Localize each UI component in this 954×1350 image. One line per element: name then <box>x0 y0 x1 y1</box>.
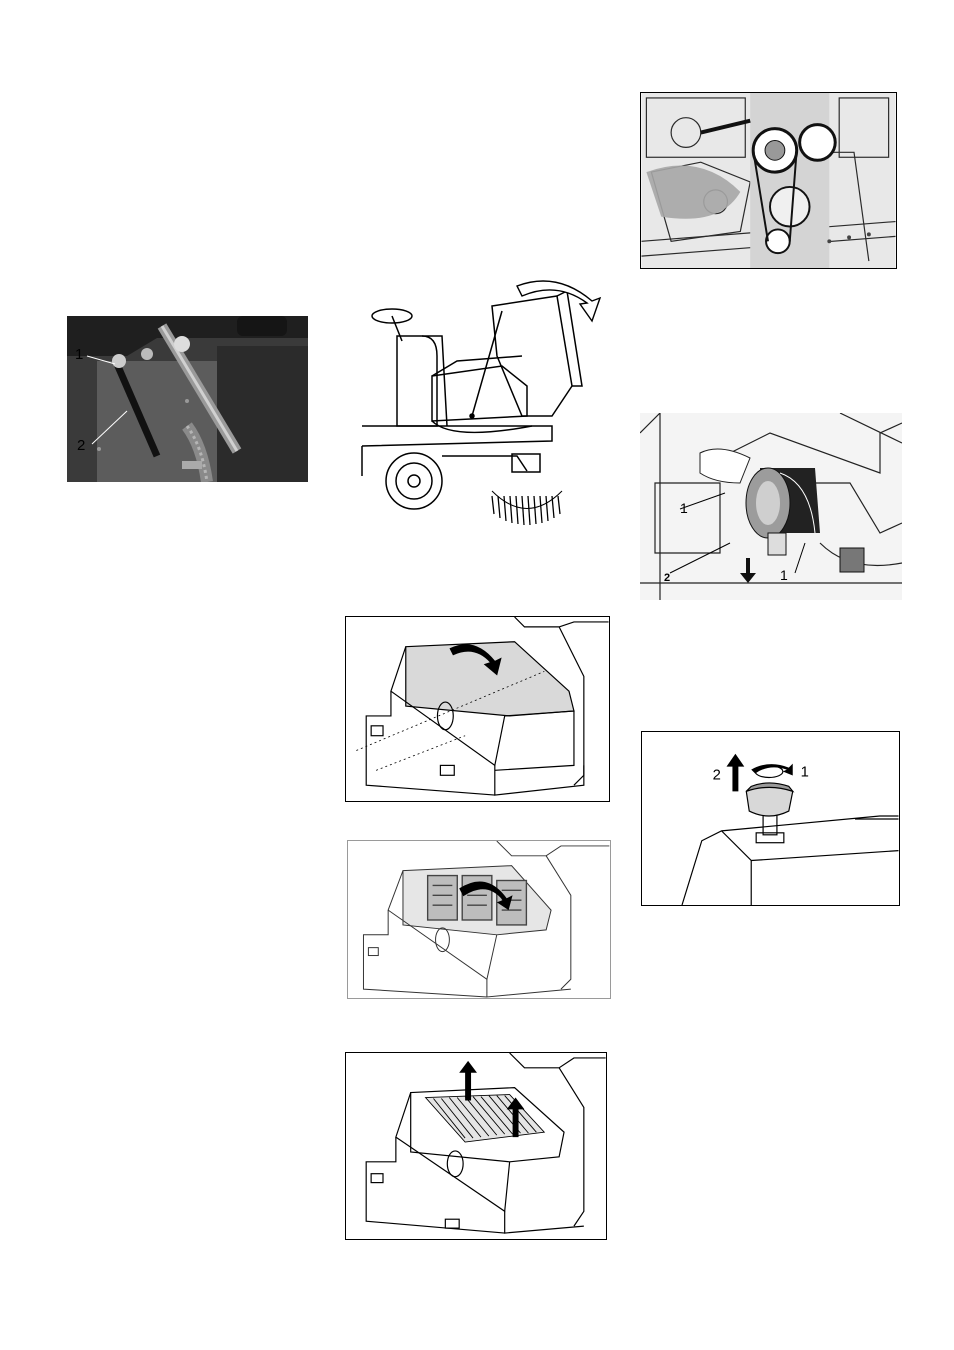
sweeper-illustration <box>352 276 612 526</box>
callout-1-left: 1 <box>680 500 688 516</box>
cover-open-illustration <box>346 617 609 801</box>
cover-open-figure <box>345 616 610 802</box>
up-arrow-icon <box>727 754 745 792</box>
callout-1-right: 1 <box>780 567 788 583</box>
filter-frame-lift-figure <box>347 840 611 999</box>
air-filter-photo: 1 2 1 <box>640 413 902 600</box>
callout-2: 2 <box>713 767 721 783</box>
air-filter-photo-figure: 1 2 1 <box>640 413 902 600</box>
rotate-arrow-icon <box>751 764 793 776</box>
lever-photo-figure: 1 2 <box>67 316 308 482</box>
up-arrow-icon-1 <box>459 1061 477 1101</box>
filter-cap-figure: 2 1 <box>641 731 900 906</box>
filter-cap-illustration: 2 1 <box>642 732 899 905</box>
engine-belt-photo-figure <box>640 92 897 269</box>
filter-cartridges-remove-figure <box>345 1052 607 1240</box>
filter-frame-lift-illustration <box>348 841 610 998</box>
sweeper-hood-open-figure <box>352 276 612 526</box>
filter-cartridges-illustration <box>346 1053 606 1239</box>
callout-2: 2 <box>664 572 670 584</box>
callout-1: 1 <box>801 764 809 780</box>
callout-1: 1 <box>75 346 83 363</box>
lever-photo: 1 2 <box>67 316 308 482</box>
callout-2: 2 <box>77 437 85 454</box>
engine-belt-photo <box>641 93 896 268</box>
